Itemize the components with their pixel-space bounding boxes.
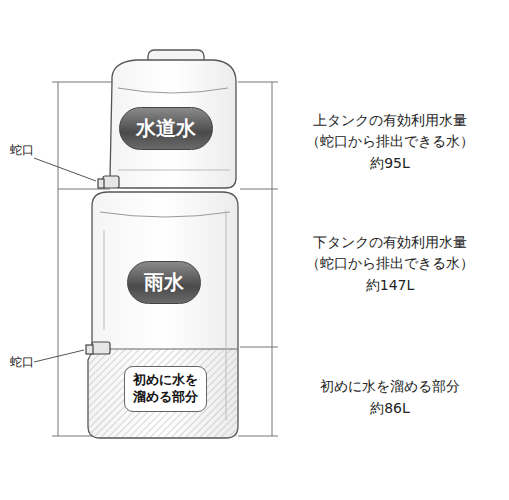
volume-caption: 初めに水を溜める部分 [282,378,498,395]
faucet-label: 蛇口 [10,143,34,157]
water-label-pill: 水道水 [119,107,213,150]
node-text: 雨水 [144,270,184,294]
volume-value: 約147L [282,277,498,294]
upper-tank [58,50,236,189]
node-text: 初めに水を溜める部分 [133,372,198,406]
storage-box: 初めに水を溜める部分 [124,366,207,412]
volume-caption: 下タンクの有効利用水量 [282,234,498,251]
faucet-label: 蛇口 [10,355,34,369]
volume-value: 約86L [282,400,498,417]
volume-value: 約95L [282,155,498,172]
node-text: 水道水 [136,116,196,140]
volume-note: （蛇口から排出できる水） [282,133,498,150]
leader-lines [34,158,96,362]
faucet [86,176,119,354]
water-label-pill: 雨水 [127,261,201,304]
volume-caption: 上タンクの有効利用水量 [282,112,498,129]
volume-note: （蛇口から排出できる水） [282,255,498,272]
lower-tank [88,192,238,438]
